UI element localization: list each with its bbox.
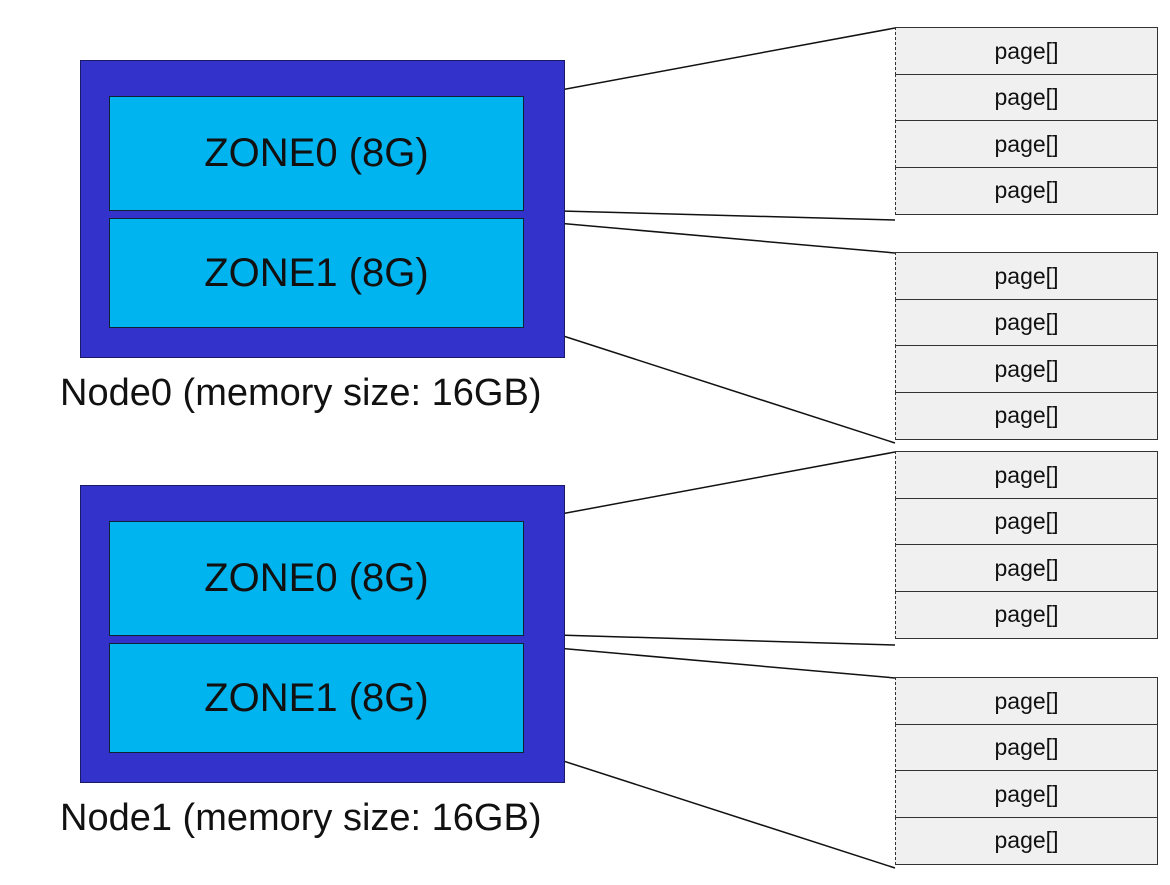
zone-label: ZONE0 (8G) (204, 556, 429, 600)
connector-line (522, 451, 896, 522)
zone-label: ZONE1 (8G) (204, 250, 429, 295)
page-cell: page[] (895, 120, 1158, 168)
page-array-node1-zone1: page[] page[] page[] page[] (895, 677, 1158, 865)
zone-label: ZONE1 (8G) (204, 675, 429, 720)
page-cell: page[] (895, 252, 1158, 300)
page-cell: page[] (895, 590, 1158, 639)
node0-label: Node0 (memory size: 16GB) (60, 372, 542, 414)
zone-label: ZONE0 (8G) (204, 131, 429, 175)
connector-line (522, 633, 896, 646)
node0-zone1: ZONE1 (8G) (109, 218, 524, 328)
connector-line (522, 219, 896, 254)
node1-zone0: ZONE0 (8G) (109, 521, 524, 636)
connector-line (522, 27, 896, 98)
page-cell: page[] (895, 816, 1158, 865)
connector-line (522, 209, 896, 221)
node0-zone0: ZONE0 (8G) (109, 96, 524, 211)
page-cell: page[] (895, 73, 1158, 122)
connector-line (522, 322, 896, 444)
connector-line (522, 747, 896, 869)
page-array-node0-zone0: page[] page[] page[] page[] (895, 27, 1158, 215)
page-cell: page[] (895, 166, 1158, 215)
page-array-node0-zone1: page[] page[] page[] page[] (895, 252, 1158, 440)
page-array-node1-zone0: page[] page[] page[] page[] (895, 451, 1158, 639)
page-cell: page[] (895, 770, 1158, 818)
node1-zone1: ZONE1 (8G) (109, 643, 524, 753)
page-cell: page[] (895, 298, 1158, 347)
page-cell: page[] (895, 677, 1158, 725)
page-cell: page[] (895, 544, 1158, 592)
page-cell: page[] (895, 27, 1158, 75)
page-cell: page[] (895, 497, 1158, 546)
page-cell: page[] (895, 451, 1158, 499)
page-cell: page[] (895, 345, 1158, 393)
page-cell: page[] (895, 723, 1158, 772)
connector-line (522, 644, 896, 679)
node1-label: Node1 (memory size: 16GB) (60, 797, 542, 839)
page-cell: page[] (895, 391, 1158, 440)
